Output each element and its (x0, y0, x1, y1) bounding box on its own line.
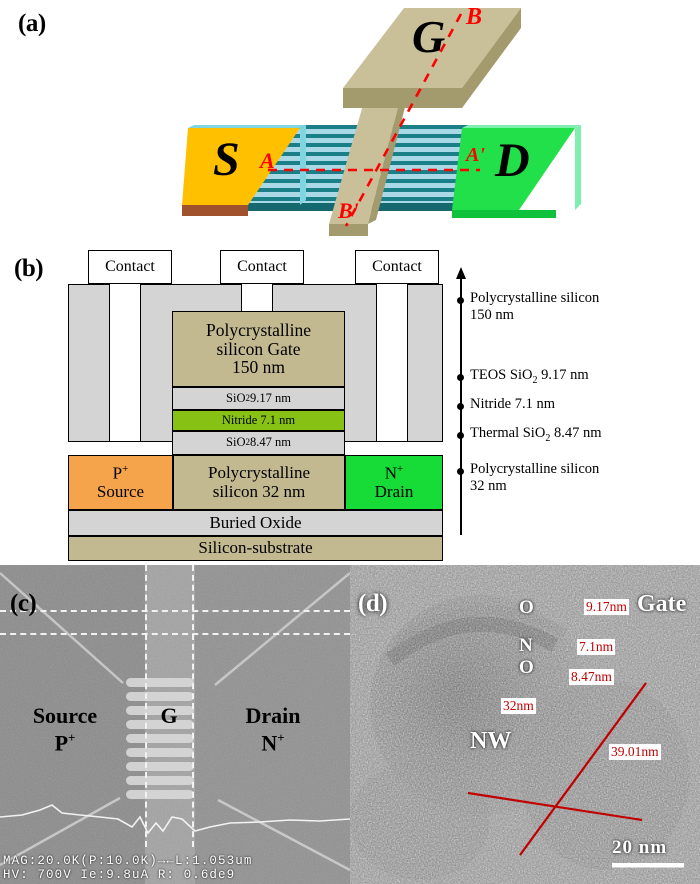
gate-poly-block: Polycrystalline silicon Gate 150 nm (172, 311, 345, 387)
ono-letter-o-top: O (519, 597, 534, 618)
annot-teos-sub: 2 (532, 374, 538, 386)
callout-9-17nm: 9.17nm (584, 599, 629, 615)
panel-a-source-letter: S (213, 133, 240, 186)
contact-box-drain: Contact (355, 250, 439, 284)
source-doping: P+ (112, 462, 129, 483)
panel-c-dashed-top (0, 610, 350, 612)
contact-box-gate: Contact (220, 250, 304, 284)
gate-poly-line2: silicon Gate (216, 338, 301, 359)
silicon-substrate-layer: Silicon-substrate (68, 536, 443, 561)
channel-line2: silicon 32 nm (212, 481, 306, 501)
annot-teos-rest: 9.17 nm (537, 367, 589, 383)
panel-a-schematic: (a) (0, 0, 700, 240)
annot-gate-poly: Polycrystalline silicon 150 nm (470, 290, 599, 324)
callout-32nm: 32nm (501, 698, 536, 714)
axis-dot-2 (457, 374, 464, 381)
panel-c-status-line2: HV: 700V Ie:9.8uA R: 0.6de9 (3, 868, 236, 882)
gate-poly-line1: Polycrystalline (206, 319, 311, 340)
panel-a-cut-a: A (260, 148, 275, 173)
axis-dot-3 (457, 403, 464, 410)
source-region: P+ Source (68, 455, 173, 510)
drain-name: Drain (374, 481, 414, 501)
panel-a-cut-b: B (466, 4, 483, 30)
axis-dot-4 (457, 432, 464, 439)
bottom-oxide-rest: 8.47 nm (249, 435, 291, 450)
panel-c-dashed-right (192, 565, 194, 847)
top-oxide-sub: 2 (245, 392, 250, 403)
channel-region: Polycrystalline silicon 32 nm (173, 455, 345, 510)
panel-c-drain-doping: N+ (261, 730, 285, 756)
source-name: Source (96, 481, 145, 501)
panel-c-source-doping: P+ (54, 730, 76, 756)
panel-d-gate-label: Gate (637, 591, 687, 617)
cut-line-bb (344, 13, 463, 227)
panel-d-tem-image: (d) O N O NW Gate 9.17nm 7.1nm 8.47nm 32… (350, 565, 700, 884)
nw-label: NW (470, 728, 512, 754)
callout-7-1nm: 7.1nm (577, 639, 616, 655)
top-oxide-rest: 9.17 nm (249, 390, 291, 405)
ono-letter-o-bottom: O (519, 657, 534, 678)
panel-a-drain-letter: D (495, 134, 530, 187)
contact-plug-source (109, 284, 141, 442)
drain-doping: N+ (384, 462, 404, 483)
gate-pad (343, 8, 521, 108)
nitride-layer: Nitride 7.1 nm (172, 410, 345, 431)
annot-thermal-base: Thermal SiO (470, 425, 546, 441)
gate-poly-line3: 150 nm (232, 357, 285, 378)
panel-a-label: (a) (18, 10, 46, 37)
bottom-oxide-sub: 2 (245, 437, 250, 448)
panel-c-dashed-mid (0, 633, 350, 635)
panel-c-sem-image: (c) Source P+ G Drain N+ MAG:20.0K(P:10.… (0, 565, 350, 884)
annot-channel-poly: Polycrystalline silicon 32 nm (470, 461, 599, 495)
panel-c-dashed-left (145, 565, 147, 847)
panel-c-gate-label: G (160, 703, 178, 728)
annot-channel-poly-line2: 32 nm (470, 478, 507, 495)
contact-box-source: Contact (88, 250, 172, 284)
bottom-oxide-base: SiO (226, 435, 246, 450)
annot-thermal-sub: 2 (545, 432, 551, 444)
panel-d-tem-canvas (350, 565, 700, 884)
channel-line1: Polycrystalline (208, 463, 310, 483)
ono-letter-n: N (519, 635, 533, 656)
panel-a-cut-b-prime: B' (338, 198, 359, 223)
axis-dot-1 (457, 297, 464, 304)
annot-teos-oxide: TEOS SiO2 9.17 nm (470, 367, 589, 387)
panel-c-label: (c) (10, 590, 37, 617)
measure-line-vertical (519, 682, 647, 856)
scale-bar-line (612, 863, 684, 868)
buried-oxide-layer: Buried Oxide (68, 510, 443, 536)
source-pad (182, 125, 306, 216)
panel-a-gate-letter: G (412, 11, 446, 62)
panel-b-cross-section: (b) Contact Contact Contact Polycrystall… (0, 240, 700, 565)
top-oxide-base: SiO (226, 390, 246, 405)
annot-nitride: Nitride 7.1 nm (470, 396, 555, 412)
annot-channel-poly-line1: Polycrystalline silicon (470, 461, 600, 477)
panel-a-svg (182, 8, 581, 236)
annot-thermal-oxide: Thermal SiO2 8.47 nm (470, 425, 601, 445)
panel-c-status-line1: MAG:20.0K(P:10.0K)→←L:1.053um (3, 854, 253, 868)
panel-b-label: (b) (14, 255, 44, 282)
annot-gate-poly-line1: Polycrystalline silicon (470, 290, 600, 306)
callout-8-47nm: 8.47nm (569, 669, 614, 685)
drain-pad (452, 125, 581, 218)
drain-region: N+ Drain (345, 455, 443, 510)
annot-teos-base: TEOS SiO (470, 367, 533, 383)
panel-c-sem-canvas (0, 565, 350, 884)
panel-a-cut-a-prime: A' (466, 144, 485, 166)
axis-dot-5 (457, 468, 464, 475)
scale-bar-label: 20 nm (612, 837, 668, 858)
annot-gate-poly-line2: 150 nm (470, 307, 514, 324)
callout-39-01nm: 39.01nm (609, 744, 661, 760)
panel-c-drain-label: Drain (245, 703, 301, 728)
panel-c-source-label: Source (32, 703, 98, 728)
annot-thermal-rest: 8.47 nm (550, 425, 602, 441)
gate-arm (329, 80, 412, 236)
panel-d-label: (d) (358, 590, 388, 617)
contact-plug-drain (376, 284, 408, 442)
panel-c-status-bar: MAG:20.0K(P:10.0K)→←L:1.053um HV: 700V I… (0, 852, 350, 884)
measure-line-horizontal (467, 791, 643, 822)
